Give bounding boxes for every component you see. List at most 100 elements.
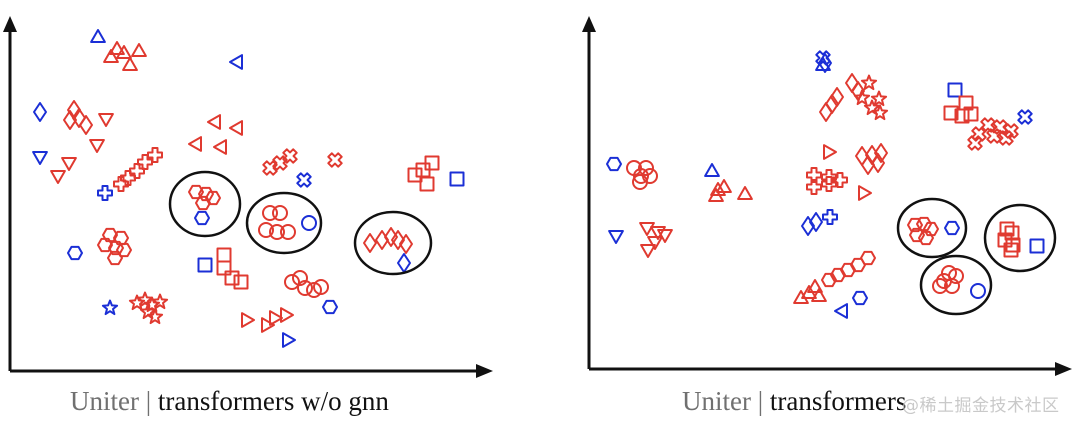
circle-marker-red bbox=[258, 222, 274, 238]
square-marker-red bbox=[1003, 242, 1019, 258]
triangle-down-marker-red bbox=[650, 226, 666, 240]
triangle-down-marker-blue bbox=[32, 151, 48, 165]
square-marker-red bbox=[407, 167, 423, 183]
right-caption-separator: | bbox=[757, 386, 764, 416]
circle-marker-red bbox=[313, 279, 329, 295]
triangle-marker-red bbox=[793, 290, 809, 304]
square-marker-red bbox=[954, 108, 970, 124]
circle-marker-red bbox=[932, 278, 948, 294]
triangle-right-marker-red bbox=[823, 144, 837, 160]
plus-marker-red bbox=[821, 176, 837, 192]
triangle-right-marker-red bbox=[280, 307, 294, 323]
hexagon-marker-blue bbox=[606, 156, 622, 172]
triangle-left-marker-red bbox=[188, 136, 202, 152]
plus-marker-blue bbox=[822, 209, 838, 225]
cross-marker-blue bbox=[1017, 109, 1033, 125]
triangle-marker-red bbox=[710, 182, 726, 196]
star-marker-red bbox=[146, 308, 164, 325]
triangle-right-marker-red bbox=[261, 317, 275, 333]
triangle-right-marker-red bbox=[241, 312, 255, 328]
triangle-left-marker-blue bbox=[229, 54, 243, 70]
left-y-arrow-icon bbox=[3, 16, 17, 32]
hexagon-marker-red bbox=[918, 230, 934, 246]
triangle-marker-red bbox=[737, 186, 753, 200]
diamond-marker-blue bbox=[801, 216, 815, 236]
hexagon-marker-red bbox=[107, 250, 123, 266]
hexagon-marker-red bbox=[198, 186, 214, 202]
circle-marker-red bbox=[297, 280, 313, 296]
hexagon-marker-red bbox=[116, 242, 132, 258]
square-marker-blue bbox=[197, 257, 213, 273]
square-marker-red bbox=[224, 270, 240, 286]
square-marker-red bbox=[233, 274, 249, 290]
circle-marker-red bbox=[269, 224, 285, 240]
diamond-marker-red bbox=[399, 234, 413, 254]
diamond-marker-red bbox=[79, 115, 93, 135]
circle-marker-red bbox=[936, 273, 952, 289]
plus-marker-blue bbox=[97, 185, 113, 201]
star-marker-blue bbox=[101, 299, 119, 316]
cluster-ellipse bbox=[168, 170, 242, 238]
triangle-marker-blue bbox=[704, 163, 720, 177]
cross-marker-red bbox=[262, 160, 278, 176]
triangle-down-marker-red bbox=[61, 157, 77, 171]
square-marker-red bbox=[963, 106, 979, 122]
diamond-marker-red bbox=[72, 108, 86, 128]
triangle-down-marker-blue bbox=[608, 230, 624, 244]
triangle-down-marker-red bbox=[639, 222, 655, 236]
plus-marker-red bbox=[821, 169, 837, 185]
cross-marker-red bbox=[327, 152, 343, 168]
triangle-marker-blue bbox=[815, 57, 831, 71]
left-caption-model: Uniter bbox=[70, 386, 139, 416]
triangle-left-marker-blue bbox=[834, 303, 848, 319]
hexagon-marker-blue bbox=[852, 290, 868, 306]
plus-marker-red bbox=[137, 154, 153, 170]
square-marker-red bbox=[419, 176, 435, 192]
diamond-marker-red bbox=[391, 230, 405, 250]
triangle-right-marker-blue bbox=[282, 332, 296, 348]
plus-marker-red bbox=[806, 179, 822, 195]
cross-marker-red bbox=[971, 126, 987, 142]
plus-marker-red bbox=[113, 176, 129, 192]
circle-marker-red bbox=[632, 174, 648, 190]
circle-marker-red bbox=[306, 282, 322, 298]
watermark: @稀土掘金技术社区 bbox=[902, 396, 1060, 416]
diamond-marker-red bbox=[874, 143, 888, 163]
cluster-ellipse bbox=[919, 254, 993, 316]
triangle-marker-red bbox=[708, 188, 724, 202]
hexagon-marker-red bbox=[830, 267, 846, 283]
plus-marker-red bbox=[147, 147, 163, 163]
cross-marker-red bbox=[967, 135, 983, 151]
right-y-arrow-icon bbox=[582, 16, 596, 32]
circle-marker-red bbox=[292, 270, 308, 286]
square-marker-blue bbox=[947, 82, 963, 98]
hexagon-marker-red bbox=[195, 195, 211, 211]
star-marker-red bbox=[871, 104, 889, 121]
triangle-down-marker-red bbox=[89, 139, 105, 153]
cross-marker-red bbox=[998, 130, 1014, 146]
triangle-down-marker-red bbox=[647, 236, 663, 250]
square-marker-red bbox=[1005, 237, 1021, 253]
plus-marker-red bbox=[129, 163, 145, 179]
triangle-marker-red bbox=[122, 57, 138, 71]
circle-marker-red bbox=[262, 205, 278, 221]
triangle-marker-red bbox=[811, 288, 827, 302]
cross-marker-red bbox=[992, 119, 1008, 135]
left-x-arrow-icon bbox=[476, 364, 493, 378]
triangle-marker-red bbox=[109, 41, 125, 55]
circle-marker-red bbox=[638, 160, 654, 176]
left-panel-axes bbox=[3, 16, 493, 378]
triangle-down-marker-red bbox=[640, 244, 656, 258]
right-caption-variant: transformers bbox=[769, 386, 907, 416]
triangle-right-marker-red bbox=[269, 310, 283, 326]
star-marker-red bbox=[863, 99, 881, 116]
star-marker-red bbox=[853, 89, 871, 106]
circle-marker-red bbox=[272, 205, 288, 221]
square-marker-red bbox=[216, 247, 232, 263]
triangle-marker-blue bbox=[90, 29, 106, 43]
left-caption-variant: transformers w/o gnn bbox=[157, 386, 389, 416]
hexagon-marker-blue bbox=[322, 299, 338, 315]
cluster-ellipse bbox=[983, 203, 1057, 273]
triangle-left-marker-red bbox=[213, 139, 227, 155]
